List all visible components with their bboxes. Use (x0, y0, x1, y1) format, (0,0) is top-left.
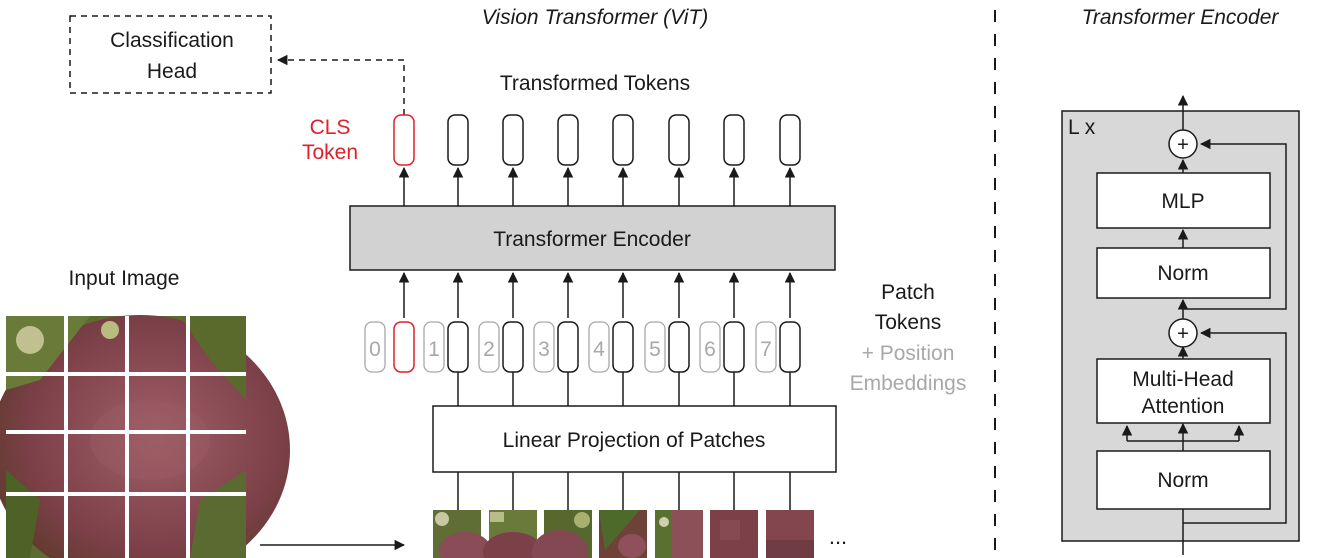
position-embedding-2 (478, 321, 500, 373)
position-embedding-3 (533, 321, 555, 373)
linear-projection-box (432, 405, 837, 473)
attention-label-line1: Multi-Head (1132, 368, 1234, 391)
patch-image-4 (599, 510, 647, 558)
position-index-1: 1 (428, 338, 440, 361)
transformed-tokens-label: Transformed Tokens (500, 72, 690, 95)
classification-head-label-line1: Classification (110, 29, 234, 52)
output-token-5 (668, 114, 690, 166)
patch-token-2 (502, 321, 524, 373)
patch-image-5 (655, 510, 703, 558)
position-embedding-4 (588, 321, 610, 373)
encoder-input-arrows (398, 271, 796, 318)
position-index-0: 0 (369, 338, 381, 361)
norm-bottom-box (1096, 450, 1271, 510)
output-token-2 (502, 114, 524, 166)
classification-head-box (69, 15, 272, 94)
multi-head-attention-box (1096, 358, 1271, 424)
position-embeddings-label-line1: + Position (862, 342, 955, 365)
position-index-5: 5 (649, 338, 661, 361)
cls-to-head-arrow (276, 54, 405, 115)
output-token-cls (393, 114, 415, 166)
patch-token-1 (447, 321, 469, 373)
encoder-repeat-label: L x (1068, 116, 1096, 139)
patch-tokens-label-line2: Tokens (875, 311, 942, 334)
output-token-3 (557, 114, 579, 166)
patch-grid (6, 316, 246, 558)
position-embedding-6 (699, 321, 721, 373)
norm-bottom-label: Norm (1157, 469, 1208, 492)
output-token-6 (723, 114, 745, 166)
position-index-2: 2 (483, 338, 495, 361)
residual-add-bottom-symbol: + (1177, 323, 1189, 345)
residual-add-top-symbol: + (1177, 134, 1189, 156)
attention-qkv-arrows (1121, 424, 1245, 442)
residual-add-top-icon (1168, 129, 1198, 159)
position-index-6: 6 (704, 338, 716, 361)
position-index-7: 7 (760, 338, 772, 361)
patch-token-7 (779, 321, 801, 373)
patch-token-6 (723, 321, 745, 373)
position-embedding-7 (755, 321, 777, 373)
input-image (0, 315, 290, 558)
cls-token-label-line2: Token (302, 141, 358, 164)
linear-projection-label: Linear Projection of Patches (503, 429, 766, 452)
patch-image-7 (766, 510, 814, 558)
encoder-panel-title: Transformer Encoder (1082, 6, 1280, 29)
projection-to-token-lines (457, 372, 791, 406)
classification-head-label-line2: Head (147, 60, 197, 83)
input-token-row: 0 1 2 3 4 5 6 7 (364, 321, 801, 373)
patch-image-3 (532, 510, 592, 558)
patch-token-3 (557, 321, 579, 373)
patch-image-2 (483, 510, 543, 558)
attention-label-line2: Attention (1142, 395, 1225, 418)
transformer-encoder-box (349, 205, 836, 271)
input-image-label: Input Image (69, 267, 180, 290)
output-token-4 (612, 114, 634, 166)
residual-connections (1183, 138, 1287, 524)
transformer-encoder-label: Transformer Encoder (493, 228, 691, 251)
norm-top-label: Norm (1157, 262, 1208, 285)
vit-title: Vision Transformer (ViT) (482, 6, 708, 29)
residual-add-bottom-icon (1168, 318, 1198, 348)
more-patches-ellipsis: ... (829, 524, 847, 549)
cls-token-label-line1: CLS (310, 116, 351, 139)
position-embedding-5 (644, 321, 666, 373)
encoder-output-arrows (398, 166, 796, 206)
patch-thumbnails (433, 510, 814, 558)
position-index-4: 4 (593, 338, 605, 361)
output-token-1 (447, 114, 469, 166)
position-embeddings-label-line2: Embeddings (850, 372, 967, 395)
position-index-3: 3 (538, 338, 550, 361)
patch-image-1 (433, 510, 491, 558)
patch-image-6 (710, 510, 758, 558)
patch-token-5 (668, 321, 690, 373)
mlp-label: MLP (1161, 190, 1204, 213)
patch-to-projection-lines (457, 472, 791, 510)
position-embedding-1 (423, 321, 445, 373)
output-token-7 (779, 114, 801, 166)
patch-token-4 (612, 321, 634, 373)
output-tokens (393, 114, 801, 166)
input-token-cls (393, 321, 415, 373)
patch-tokens-label-line1: Patch (881, 281, 935, 304)
mlp-box (1096, 172, 1271, 229)
norm-top-box (1096, 247, 1271, 299)
position-embedding-0 (364, 321, 386, 373)
